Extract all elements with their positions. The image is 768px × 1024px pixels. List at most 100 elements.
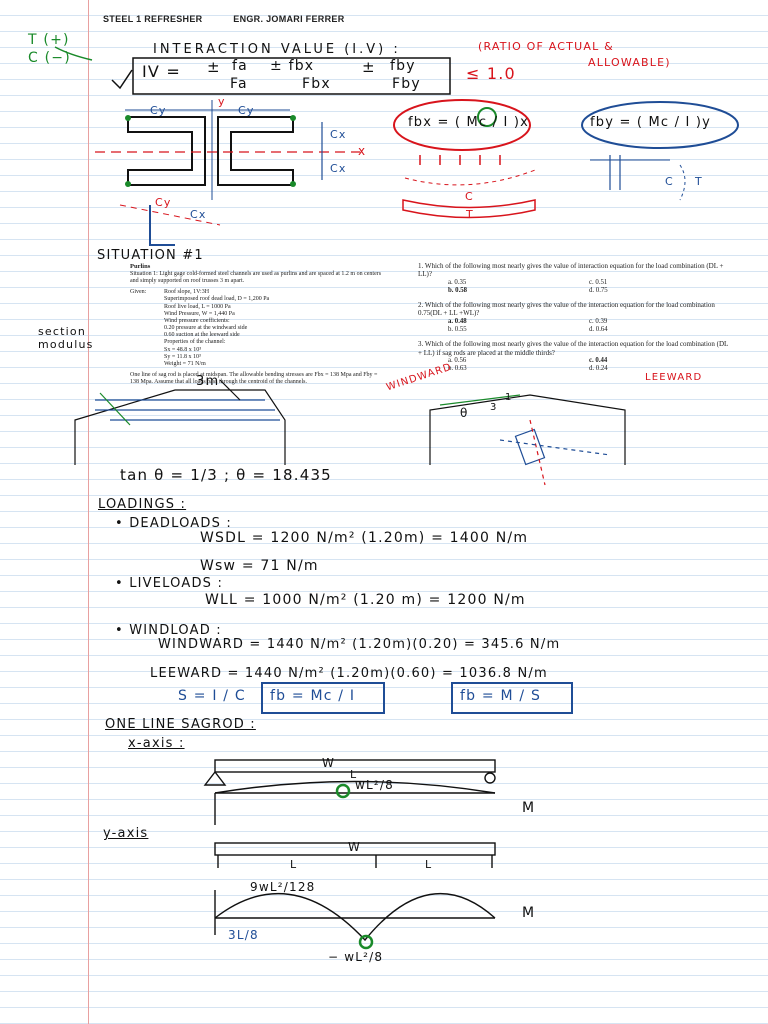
x-moment-value: wL²/8 bbox=[355, 778, 394, 792]
section-modulus-note-2: modulus bbox=[38, 338, 94, 351]
cx-label-bottom: Cx bbox=[330, 162, 347, 175]
y-positive-moment: 9wL²/128 bbox=[250, 880, 316, 894]
leeward-label: LEEWARD bbox=[645, 372, 703, 383]
truss-span-label: 3m bbox=[196, 374, 220, 389]
option: d. 0.64 bbox=[589, 326, 608, 334]
small-channel-drawing bbox=[149, 205, 175, 246]
header-title: STEEL 1 REFRESHER bbox=[103, 14, 203, 24]
option: a. 0.56 bbox=[448, 356, 467, 364]
fby-formula: fby = ( Mc / I )y bbox=[590, 115, 712, 130]
channel-section-drawing bbox=[127, 116, 294, 186]
ratio-note-2: ALLOWABLE) bbox=[588, 56, 671, 69]
y-label: y bbox=[218, 95, 226, 108]
cx-label-top: Cx bbox=[330, 128, 347, 141]
y-axis-title: y-axis bbox=[103, 826, 149, 841]
y-w-label: W bbox=[348, 840, 362, 854]
situation-text-block: Purlins Situation 1: Light gage cold-for… bbox=[130, 263, 385, 387]
iv-term3-num: fby bbox=[390, 58, 416, 74]
beam-y-axis-drawing bbox=[214, 842, 496, 942]
option-answer: a. 0.48 bbox=[448, 317, 467, 325]
question-3: 3. Which of the following most nearly gi… bbox=[418, 340, 730, 373]
situation-intro: Situation 1: Light gage cold-formed stee… bbox=[130, 270, 382, 284]
small-cx-label: Cx bbox=[190, 208, 207, 221]
question-1: 1. Which of the following most nearly gi… bbox=[418, 262, 730, 295]
truss-drawing-left bbox=[74, 379, 286, 465]
truss-drawing-right bbox=[429, 394, 626, 486]
situation-heading: Purlins bbox=[130, 263, 151, 270]
iv-term2-den: Fbx bbox=[302, 76, 331, 92]
t-label-right: T bbox=[695, 175, 703, 188]
compression-note: C (−) bbox=[28, 50, 71, 66]
margin-line bbox=[88, 0, 89, 1024]
given-item: Roof slope, 1V:3H bbox=[164, 289, 210, 296]
given-item: Weight = 71 N/m bbox=[164, 361, 206, 368]
option: a. 0.35 bbox=[448, 278, 467, 286]
given-item: Properties of the channel: bbox=[164, 339, 226, 346]
iv-pm3: ± bbox=[362, 58, 376, 76]
compression-label: C bbox=[465, 190, 474, 203]
option: b. 0.55 bbox=[448, 326, 467, 334]
angle-equation: tan θ = 1/3 ; θ = 18.435 bbox=[120, 466, 332, 484]
beam-x-axis-drawing bbox=[203, 759, 496, 825]
fbx-ellipse bbox=[393, 99, 531, 151]
y-moment-label: M bbox=[522, 905, 536, 921]
sagrod-title: ONE LINE SAGROD : bbox=[105, 717, 256, 732]
fb-ms-equation: fb = M / S bbox=[460, 688, 542, 704]
y-l-label-right: L bbox=[425, 858, 433, 871]
windward-equation: WINDWARD = 1440 N/m² (1.20m)(0.20) = 345… bbox=[158, 637, 561, 652]
fbx-formula: fbx = ( Mc / I )x bbox=[408, 115, 530, 130]
tension-label: T bbox=[466, 208, 474, 221]
check-icon bbox=[111, 69, 133, 90]
ratio-note-1: (RATIO OF ACTUAL & bbox=[478, 40, 614, 53]
fb-mc-equation: fb = Mc / I bbox=[270, 688, 356, 704]
windload-title: • WINDLOAD : bbox=[115, 623, 222, 638]
iv-term3-den: Fby bbox=[392, 76, 421, 92]
question-text: 3. Which of the following most nearly gi… bbox=[418, 340, 729, 357]
question-text: 2. Which of the following most nearly gi… bbox=[418, 301, 715, 318]
option: c. 0.39 bbox=[589, 317, 608, 325]
cy-label-right: Cy bbox=[238, 104, 255, 117]
iv-term1-den: Fa bbox=[230, 76, 248, 92]
liveloads-title: • LIVELOADS : bbox=[115, 576, 224, 591]
x-label: x bbox=[358, 144, 367, 158]
wll-equation: WLL = 1000 N/m² (1.20 m) = 1200 N/m bbox=[205, 592, 526, 608]
section-modulus-note-1: section bbox=[38, 325, 87, 338]
given-item: Roof live load, L = 1000 Pa bbox=[164, 303, 231, 310]
slope-run-label: 3 bbox=[490, 402, 498, 413]
y-l-label-left: L bbox=[290, 858, 298, 871]
interaction-title: INTERACTION VALUE (I.V) : bbox=[153, 42, 401, 57]
iv-pm2: ± fbx bbox=[270, 58, 315, 74]
given-item: Sy = 11.8 x 10³ bbox=[164, 353, 201, 360]
cy-label-left: Cy bbox=[150, 104, 167, 117]
theta-label: θ bbox=[460, 406, 469, 420]
sag-rod-text: One line of sag rod is placed at midspan… bbox=[130, 372, 378, 386]
iv-limit: ≤ 1.0 bbox=[466, 64, 516, 83]
iv-box bbox=[132, 57, 451, 95]
three-l-over-eight: 3L/8 bbox=[228, 928, 259, 942]
given-label: Given: bbox=[130, 289, 147, 296]
header-author: ENGR. JOMARI FERRER bbox=[233, 14, 345, 24]
compression-block bbox=[402, 199, 536, 219]
loadings-title: LOADINGS : bbox=[98, 497, 187, 512]
option-answer: b. 0.58 bbox=[448, 286, 468, 294]
given-item: 0.60 suction at the leeward side bbox=[164, 332, 240, 339]
question-text: 1. Which of the following most nearly gi… bbox=[418, 262, 724, 279]
deadloads-title: • DEADLOADS : bbox=[115, 516, 232, 531]
questions-block: 1. Which of the following most nearly gi… bbox=[418, 262, 730, 379]
option: b. 0.63 bbox=[448, 365, 467, 373]
wsdl-equation: WSDL = 1200 N/m² (1.20m) = 1400 N/m bbox=[200, 530, 529, 546]
x-moment-label: M bbox=[522, 800, 536, 816]
x-w-label: W bbox=[322, 756, 336, 770]
tension-note: T (+) bbox=[28, 32, 70, 48]
option-answer: c. 0.44 bbox=[589, 356, 608, 364]
given-item: Superimposed roof dead load, D = 1,200 P… bbox=[164, 296, 270, 303]
given-list: Given: Roof slope, 1V:3H Superimposed ro… bbox=[130, 289, 385, 368]
margin-arrow-icon bbox=[54, 46, 93, 61]
wsw-equation: Wsw = 71 N/m bbox=[200, 558, 319, 574]
iv-lhs: IV = bbox=[142, 62, 181, 81]
given-item: Wind pressure coefficients: bbox=[164, 317, 230, 324]
given-item: Sx = 48.8 x 10³ bbox=[164, 346, 202, 353]
option: d. 0.24 bbox=[589, 365, 608, 373]
y-negative-moment: − wL²/8 bbox=[328, 950, 384, 964]
